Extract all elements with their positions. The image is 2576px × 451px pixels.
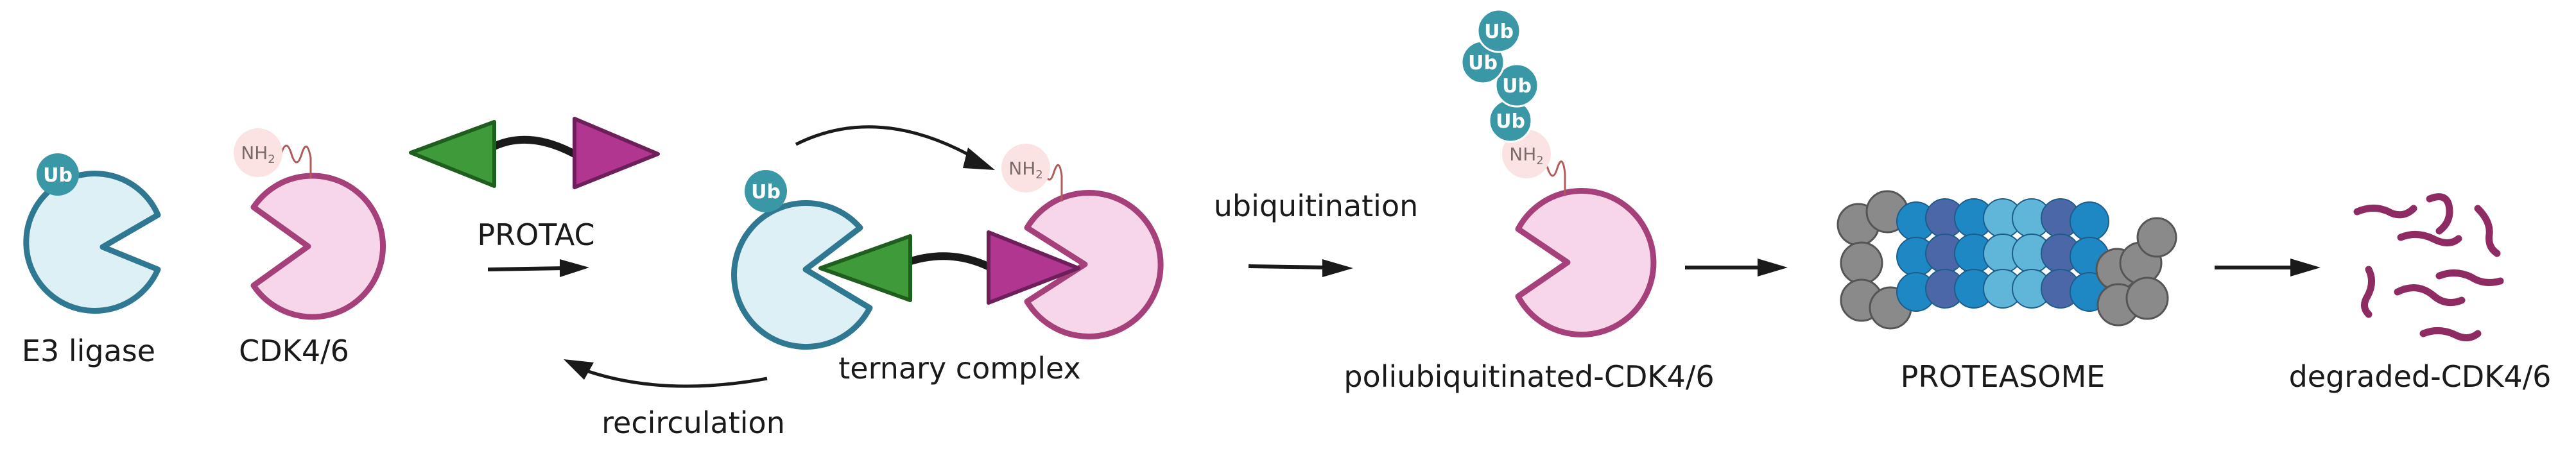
ternary-ub-tag-icon: Ub (745, 170, 787, 212)
nh2-subscript: 2 (268, 153, 275, 166)
proteasome-label: PROTEASOME (1901, 359, 2105, 394)
ternary-nh2-label: NH (1008, 158, 1035, 179)
forward-arrow-3 (1685, 259, 1788, 277)
poly-nh2-subscript: 2 (1536, 154, 1543, 167)
ub-tag-icon: Ub (37, 153, 79, 196)
ternary-nh2-tag-icon: NH2 (1001, 144, 1050, 192)
ternary-ub-label: Ub (751, 181, 781, 203)
poly-ub-label-4: Ub (1496, 110, 1525, 133)
degraded-label: degraded-CDK4/6 (2289, 359, 2552, 394)
svg-text:NH2: NH2 (1008, 158, 1042, 182)
proteasome-icon (1837, 190, 2177, 330)
degraded-peptides-icon (2353, 193, 2504, 341)
recirculation-curved-arrow (564, 359, 768, 388)
ternary-nh2-subscript: 2 (1035, 168, 1042, 182)
e3-ligase-label: E3 ligase (22, 334, 155, 368)
poly-ub-label-1: Ub (1484, 21, 1514, 43)
forward-arrow-4 (2215, 259, 2321, 277)
protac-molecule-icon (409, 117, 660, 189)
poliubiquitinated-cdk-icon (1515, 159, 1657, 337)
ternary-complex-icon (731, 163, 1164, 350)
nh2-label: NH (241, 142, 268, 164)
nh2-tag-icon: NH2 (234, 128, 282, 177)
cdk-protein-icon (250, 144, 386, 320)
formation-curved-arrow (795, 125, 995, 170)
cdk-label: CDK4/6 (239, 334, 349, 368)
svg-text:NH2: NH2 (1509, 144, 1543, 167)
recirculation-label: recirculation (601, 405, 785, 440)
forward-arrow-2 (1248, 259, 1353, 277)
protac-label: PROTAC (477, 217, 594, 252)
forward-arrow-1 (487, 259, 589, 277)
e3-ligase-icon (23, 171, 161, 314)
poly-ub-label-3: Ub (1502, 75, 1532, 98)
ubiquitination-label: ubiquitination (1214, 189, 1419, 223)
poly-ub-label-2: Ub (1468, 52, 1498, 74)
ternary-complex-label: ternary complex (838, 351, 1080, 386)
poly-ub-chain-icon: NH2 Ub Ub Ub Ub (1460, 8, 1551, 178)
poly-nh2-label: NH (1509, 144, 1536, 165)
svg-text:NH2: NH2 (241, 142, 275, 166)
ub-label: Ub (43, 164, 73, 187)
poliubiquitinated-label: poliubiquitinated-CDK4/6 (1344, 359, 1714, 394)
